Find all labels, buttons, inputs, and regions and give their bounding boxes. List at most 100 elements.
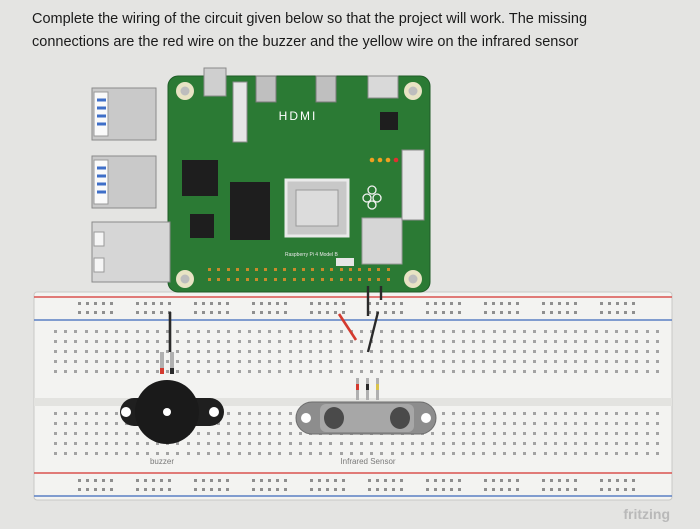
breadboard-hole: [656, 412, 659, 415]
breadboard-hole: [595, 422, 598, 425]
breadboard-hole: [207, 370, 210, 373]
breadboard-hole: [431, 330, 434, 333]
breadboard-hole: [656, 442, 659, 445]
infrared-sensor: Infrared Sensor: [295, 378, 437, 466]
rail-hole: [202, 488, 205, 491]
gpio-pin: [283, 268, 286, 271]
gpio-pin: [274, 268, 277, 271]
breadboard-hole: [656, 452, 659, 455]
rail-hole: [426, 488, 429, 491]
breadboard-hole: [54, 412, 57, 415]
breadboard-hole: [289, 350, 292, 353]
breadboard-hole: [125, 370, 128, 373]
breadboard-hole: [635, 350, 638, 353]
breadboard-hole: [299, 452, 302, 455]
breadboard-hole: [513, 422, 516, 425]
breadboard-hole: [74, 432, 77, 435]
gpio-pin: [274, 278, 277, 281]
gpio-pin: [208, 268, 211, 271]
breadboard-hole: [64, 422, 67, 425]
breadboard-hole: [115, 442, 118, 445]
bottom-rail-holes: [78, 479, 635, 491]
gpio-pin: [368, 278, 371, 281]
breadboard-hole: [238, 432, 241, 435]
breadboard-hole: [115, 412, 118, 415]
rail-hole: [608, 302, 611, 305]
breadboard-hole: [370, 442, 373, 445]
breadboard-hole: [309, 442, 312, 445]
breadboard-hole: [268, 422, 271, 425]
breadboard-hole: [584, 422, 587, 425]
breadboard-hole: [146, 330, 149, 333]
rail-hole: [566, 479, 569, 482]
breadboard-hole: [217, 360, 220, 363]
breadboard-hole: [268, 340, 271, 343]
breadboard-hole: [166, 340, 169, 343]
breadboard-hole: [340, 330, 343, 333]
rail-hole: [484, 479, 487, 482]
rail-hole: [326, 488, 329, 491]
breadboard-hole: [95, 412, 98, 415]
rail-hole: [434, 479, 437, 482]
breadboard-hole: [605, 330, 608, 333]
rail-hole: [608, 311, 611, 314]
breadboard-hole: [513, 350, 516, 353]
breadboard-hole: [74, 330, 77, 333]
breadboard-hole: [238, 452, 241, 455]
question-text: Complete the wiring of the circuit given…: [32, 8, 672, 54]
breadboard-hole: [564, 350, 567, 353]
rail-hole: [458, 488, 461, 491]
rail-hole: [508, 311, 511, 314]
breadboard-hole: [258, 350, 261, 353]
breadboard-hole: [115, 360, 118, 363]
breadboard-hole: [329, 370, 332, 373]
rail-hole: [624, 479, 627, 482]
rail-hole: [516, 488, 519, 491]
breadboard-hole: [523, 340, 526, 343]
breadboard-hole: [462, 432, 465, 435]
rail-hole: [558, 488, 561, 491]
rail-hole: [326, 311, 329, 314]
sensor-front: [320, 404, 414, 432]
breadboard-hole: [105, 422, 108, 425]
rail-hole: [210, 302, 213, 305]
breadboard-hole: [258, 360, 261, 363]
rail-hole: [102, 479, 105, 482]
rail-hole: [516, 479, 519, 482]
breadboard-hole: [85, 340, 88, 343]
rail-hole: [194, 302, 197, 305]
gpio-pin: [217, 268, 220, 271]
breadboard-hole: [227, 330, 230, 333]
breadboard-hole: [350, 340, 353, 343]
breadboard-hole: [156, 360, 159, 363]
breadboard-hole: [268, 370, 271, 373]
breadboard-hole: [85, 330, 88, 333]
breadboard-hole: [635, 452, 638, 455]
rail-hole: [160, 479, 163, 482]
rail-hole: [566, 302, 569, 305]
breadboard-hole: [360, 350, 363, 353]
breadboard-hole: [258, 370, 261, 373]
rail-hole: [624, 302, 627, 305]
breadboard-hole: [309, 330, 312, 333]
breadboard-hole: [115, 432, 118, 435]
breadboard-hole: [340, 442, 343, 445]
rail-hole: [310, 302, 313, 305]
breadboard-hole: [482, 442, 485, 445]
rail-hole: [168, 488, 171, 491]
rail-hole: [86, 479, 89, 482]
rail-hole: [152, 488, 155, 491]
breadboard-hole: [278, 350, 281, 353]
rail-hole: [252, 311, 255, 314]
breadboard-hole: [442, 370, 445, 373]
breadboard-hole: [462, 442, 465, 445]
breadboard-hole: [431, 442, 434, 445]
rail-hole: [508, 479, 511, 482]
breadboard-hole: [217, 422, 220, 425]
rail-hole: [632, 479, 635, 482]
breadboard-hole: [462, 330, 465, 333]
breadboard-hole: [176, 350, 179, 353]
breadboard-hole: [544, 422, 547, 425]
breadboard-hole: [319, 452, 322, 455]
